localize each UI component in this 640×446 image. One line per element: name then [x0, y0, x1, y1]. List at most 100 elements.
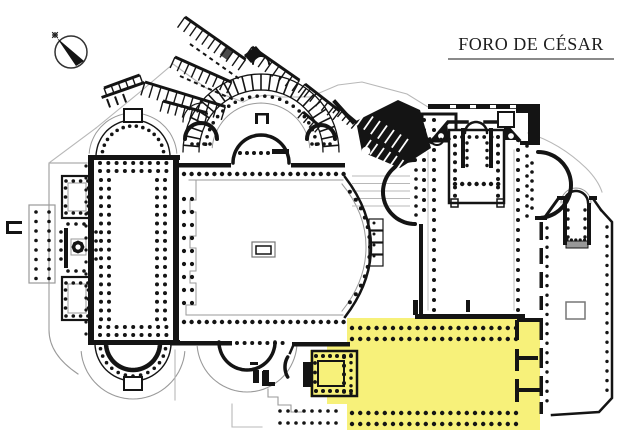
hemicycle-cols-dot-18	[211, 120, 216, 125]
basilica-top-cols-1-dot-2	[114, 161, 119, 165]
basilica-west-cols-2-dot-11	[107, 273, 111, 278]
augustus-west-wall	[419, 224, 423, 316]
curved-portico-cols-dot-7	[367, 235, 372, 240]
hemicycle-shops-tick-4	[312, 108, 327, 119]
basilica-east-cols-2-dot-0	[163, 178, 167, 182]
basilica-east-cols-1-dot-10	[155, 265, 159, 269]
basilica-west-pilasters-dot-9	[84, 272, 88, 276]
caesar-north-colonnade-2-dot-11	[440, 336, 445, 342]
market-fragment-spine	[302, 110, 321, 128]
market-dashes-1-4	[215, 61, 220, 66]
basilica-bottom-cols-1-dot-0	[98, 325, 102, 329]
basilica-west-cols-2-dot-3	[107, 204, 111, 209]
basilica-west-pilasters-dot-0	[84, 164, 88, 168]
market-row-1-tick-9	[231, 54, 241, 67]
basilica-bottom-cols-2-dot-4	[131, 333, 136, 337]
nerva-east-cols-dot-6	[605, 282, 609, 287]
basilica-east-cols-1-dot-15	[155, 308, 159, 313]
market-row-1-tick-10	[237, 59, 247, 71]
column-court-bottom-dot-3	[90, 269, 94, 273]
far-west-mark-1	[6, 221, 22, 224]
hemicycle-cols-dot-2	[310, 127, 315, 132]
west-exedra-cols-dot-5	[414, 213, 418, 217]
caesar-south-colonnade-2-dot-7	[407, 421, 412, 427]
augustus-west-colonnade-2-dot-4	[432, 158, 436, 162]
basilica-south-apse-wall	[103, 340, 163, 373]
market-dashes-1-1	[195, 47, 201, 52]
market-row-east-2-tick-2	[341, 114, 348, 122]
augustus-east-colonnade-1-dot-2	[516, 158, 520, 162]
trajan-south-colonnade-dot-11	[265, 319, 270, 325]
east-exedra-cols-dot-1	[530, 170, 534, 174]
minerva-cols-west-dot-1	[566, 217, 570, 221]
augustus-entrance-room	[420, 112, 458, 143]
nerva-west-cols-dot-7	[545, 293, 549, 297]
basilica-west-cols-2-dot-2	[107, 195, 111, 200]
mini-exedra-west-cols-dot-1	[196, 142, 200, 146]
augustus-west-colonnade-2-dot-0	[432, 118, 436, 122]
hemicycle-shops-tick-5	[307, 100, 321, 113]
library-n-cols-right-dot-0	[86, 186, 91, 190]
venus-cols-south-dot-2	[328, 389, 332, 393]
venus-apse-wall	[303, 362, 312, 387]
mars-front-cols-dot-2	[467, 181, 472, 187]
block-hatch-2-4	[388, 155, 398, 168]
basilica-west-pilasters-dot-7	[84, 248, 88, 252]
augustus-west-colonnade-2-dot-9	[432, 208, 436, 212]
nerva-west-cols-dot-18	[545, 399, 549, 403]
caesar-south-colonnade-2-dot-19	[505, 421, 510, 427]
trajan-south-colonnade-dot-0	[181, 319, 187, 325]
caesar-north-colonnade-2-dot-4	[382, 336, 387, 342]
column-court-top-dot-2	[82, 222, 86, 226]
augustus-ne-wall-2	[528, 113, 540, 141]
nerva-west-dash-4	[539, 296, 543, 310]
caesar-south-colonnade-1-dot-2	[366, 410, 371, 416]
basilica-west-cols-2-dot-9	[107, 256, 111, 261]
hemicycle-cols-dot-10	[263, 94, 267, 98]
market-dashes-2-1	[186, 78, 192, 82]
trajan-south-colonnade-dot-1	[189, 319, 194, 325]
augustus-west-colonnade-2-dot-8	[432, 198, 436, 202]
minerva-front-cols-dot-3	[578, 238, 582, 242]
street-wall-1	[262, 371, 266, 386]
far-west-mark-3	[6, 221, 9, 234]
nerva-west-cols-dot-11	[545, 331, 549, 336]
mini-exedra-west	[183, 120, 219, 141]
caesar-north-colonnade-1-dot-4	[382, 325, 387, 331]
market-row-east-2-tick-4	[350, 121, 357, 130]
north-star-icon	[51, 31, 59, 39]
market-row-4-tick-1	[166, 102, 172, 114]
north-apse-cols-dot-12	[102, 143, 107, 148]
caesar-north-colonnade-2-dot-3	[374, 336, 379, 342]
basilica-bottom-cols-2-dot-5	[139, 333, 144, 337]
mars-cols-east-dot-3	[496, 160, 500, 165]
library-n-cols-bottom-dot-0	[64, 211, 68, 215]
caesar-south-colonnade-1-dot-3	[374, 410, 379, 416]
caesar-south-colonnade-2-dot-18	[497, 421, 502, 427]
nerva-east-cols-dot-7	[605, 292, 609, 296]
west-boundary	[48, 162, 88, 375]
caesar-north-colonnade-2-dot-12	[448, 336, 453, 342]
trajan-south-colonnade-2-dot-2	[250, 341, 255, 345]
caesar-south-colonnade-1-dot-11	[440, 410, 445, 416]
library-n-cols-left-dot-1	[63, 195, 68, 199]
market-row-4-spine	[162, 99, 208, 115]
library-s-cols-top-dot-1	[71, 281, 76, 285]
caesar-south-colonnade-1-dot-15	[472, 410, 478, 416]
trajan-south-colonnade-2-dot-6	[280, 341, 285, 345]
south-apse-cols-dot-12	[163, 346, 168, 351]
minerva-horn-east	[589, 196, 597, 200]
market-west-ticks-1	[114, 96, 120, 106]
east-exedra-cols-dot-4	[530, 197, 534, 201]
basilica-facade-cols-1-dot-0	[181, 196, 187, 202]
south-apse-cols-dot-7	[138, 373, 143, 377]
north-apse-cols-dot-5	[141, 125, 145, 130]
basilica-east-cols-2-dot-16	[163, 317, 167, 322]
augustus-west-colonnade-1-dot-6	[422, 178, 426, 182]
basilica-west-pilasters-dot-14	[84, 332, 88, 336]
basilica-bottom-cols-1-dot-2	[114, 325, 119, 329]
nerva-west-cols-dot-8	[545, 303, 549, 307]
basilica-west-cols-1-dot-12	[99, 282, 103, 287]
north-apse-cols-dot-13	[100, 149, 105, 154]
minerva-wall-east	[587, 203, 591, 245]
